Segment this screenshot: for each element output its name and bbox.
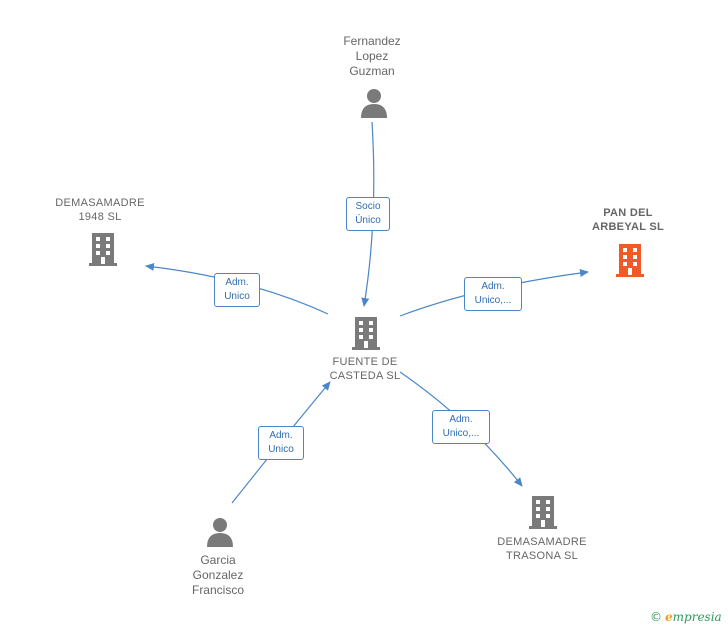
node-label-fernandez: Fernandez Lopez Guzman bbox=[343, 34, 401, 78]
edge-label-adm-unico-trasona[interactable]: Adm. Unico,... bbox=[432, 410, 490, 444]
edge-label-adm-unico-pan[interactable]: Adm. Unico,... bbox=[464, 277, 522, 311]
copyright-symbol: © bbox=[650, 610, 662, 624]
edge-label-socio-unico[interactable]: Socio Único bbox=[346, 197, 390, 231]
building-icon[interactable] bbox=[350, 316, 382, 350]
building-icon[interactable] bbox=[87, 232, 119, 266]
node-label-garcia: Garcia Gonzalez Francisco bbox=[191, 553, 244, 597]
brand-name: mpresia bbox=[672, 610, 722, 624]
edge-label-adm-unico-garcia[interactable]: Adm. Unico bbox=[258, 426, 304, 460]
node-label-pan-del-arbeyal: PAN DEL ARBEYAL SL bbox=[591, 207, 665, 233]
person-icon[interactable] bbox=[206, 517, 234, 547]
node-label-demasamadre-1948: DEMASAMADRE 1948 SL bbox=[55, 197, 145, 223]
person-icon[interactable] bbox=[360, 88, 388, 118]
building-icon[interactable] bbox=[527, 495, 559, 529]
brand-logo: ©empresia bbox=[650, 610, 722, 624]
node-label-fuente-de-casteda: FUENTE DE CASTEDA SL bbox=[329, 356, 401, 382]
brand-first-letter: e bbox=[665, 610, 673, 624]
node-label-demasamadre-trasona: DEMASAMADRE TRASONA SL bbox=[497, 536, 587, 562]
edge-label-adm-unico-1948[interactable]: Adm. Unico bbox=[214, 273, 260, 307]
building-icon[interactable] bbox=[614, 243, 646, 277]
